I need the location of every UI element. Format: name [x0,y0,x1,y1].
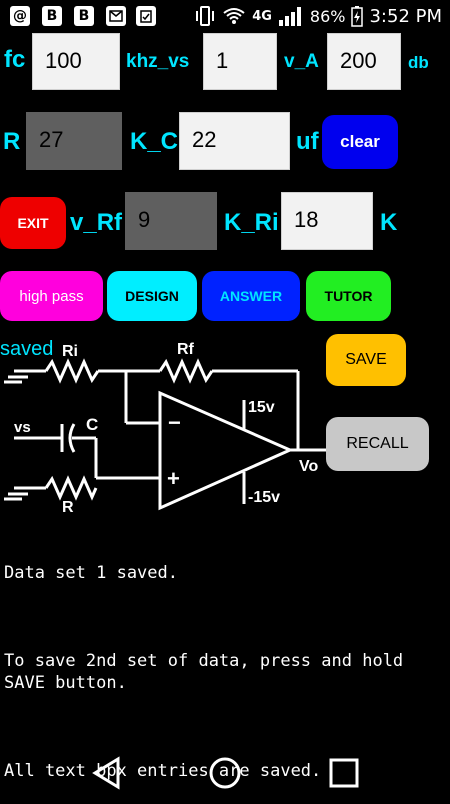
vs-input[interactable]: 1 [203,33,277,90]
message-line: Data set 1 saved. [4,563,178,583]
kri-input[interactable]: 18 [281,192,373,250]
back-icon[interactable] [92,756,120,790]
plus-input-symbol: + [167,466,180,491]
k-unit-label: K [380,209,398,236]
b-app-icon: B [42,6,62,26]
message-spacer [4,606,444,628]
va-label: v_A [284,51,319,72]
clear-button[interactable]: clear [322,115,398,169]
message-output: Data set 1 saved. To save 2nd set of dat… [4,540,444,804]
tutor-button[interactable]: TUTOR [306,271,391,321]
r-symbol: R [62,499,74,516]
status-right: 4G 86% 3:52 PM [194,4,442,28]
ri-symbol: Ri [62,343,78,360]
minus-input-symbol: − [168,410,181,435]
signal-icon [278,7,301,26]
network-type: 4G [252,8,272,24]
khz-vs-label: khz_vs [126,51,190,72]
vrf-label: v_Rf [70,209,123,236]
answer-button[interactable]: ANSWER [202,271,300,321]
db-label: db [408,53,429,72]
kri-label: K_Ri [224,209,279,236]
saved-indicator: saved [0,338,53,360]
navigation-bar [92,756,359,790]
design-button[interactable]: DESIGN [107,271,197,321]
vibrate-icon [196,6,215,26]
b-app-icon-2: B [74,6,94,26]
r-label: R [3,128,21,155]
home-icon[interactable] [209,757,241,789]
save-button[interactable]: SAVE [326,334,406,386]
vrf-input[interactable]: 9 [125,192,217,250]
recent-apps-icon[interactable] [329,758,359,788]
positive-supply-symbol: 15v [248,399,275,416]
mail-icon [106,6,126,26]
message-line: To save 2nd set of data, press and hold … [4,651,404,693]
status-bar: @ B B 4G 86% 3:52 PM [0,0,450,32]
battery-percent: 86% [309,6,346,26]
uf-label: uf [296,128,319,155]
clipboard-check-icon [136,6,156,26]
recall-button[interactable]: RECALL [326,417,429,471]
vs-symbol: vs [14,419,31,436]
message-line: All text bpx entries are saved. [4,761,322,781]
fc-input[interactable]: 100 [32,33,120,90]
message-spacer [4,716,444,738]
c-symbol: C [86,415,98,434]
clock: 3:52 PM [369,5,442,27]
op-amp-circuit-diagram: saved Ri Rf vs C R − + 15v -15v Vo [0,338,328,516]
vo-symbol: Vo [299,458,318,475]
va-input[interactable]: 200 [327,33,401,90]
r-input[interactable]: 27 [26,112,122,170]
fc-label: fc [4,46,26,73]
kc-label: K_C [130,128,179,155]
kc-input[interactable]: 22 [179,112,290,170]
high-pass-button[interactable]: high pass [0,271,103,321]
rf-symbol: Rf [177,341,195,358]
negative-supply-symbol: -15v [248,489,280,506]
battery-charging-icon [351,6,364,27]
at-sign-icon: @ [10,6,30,26]
wifi-icon [223,8,245,24]
exit-button[interactable]: EXIT [0,197,66,249]
